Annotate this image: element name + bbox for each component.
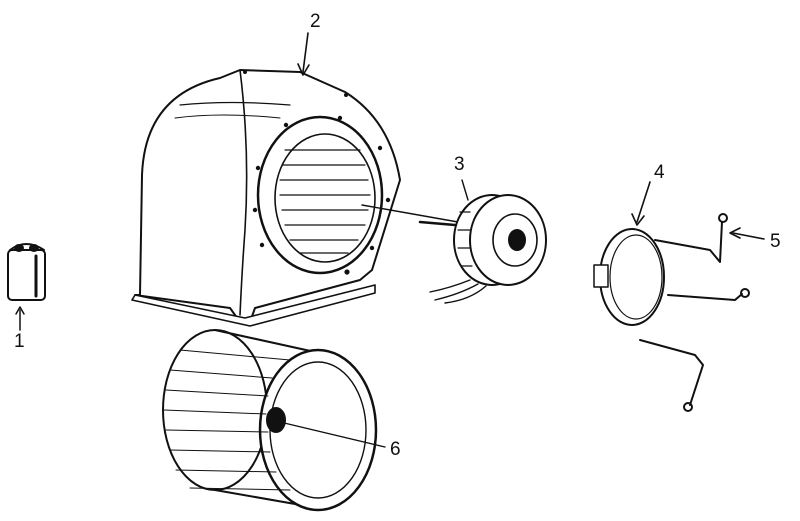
motor-part xyxy=(361,179,547,304)
callout-4: 4 xyxy=(654,162,665,183)
callout-3: 3 xyxy=(454,154,465,175)
capacitor-part xyxy=(7,243,46,331)
callout-2: 2 xyxy=(310,11,321,32)
blower-housing-part xyxy=(131,32,401,327)
callout-1: 1 xyxy=(14,331,25,352)
motor-mount-band-part xyxy=(593,181,665,326)
callout-6: 6 xyxy=(390,439,401,460)
callout-5: 5 xyxy=(770,231,781,252)
blower-wheel-part xyxy=(162,329,386,512)
mounting-legs-part xyxy=(639,213,765,412)
